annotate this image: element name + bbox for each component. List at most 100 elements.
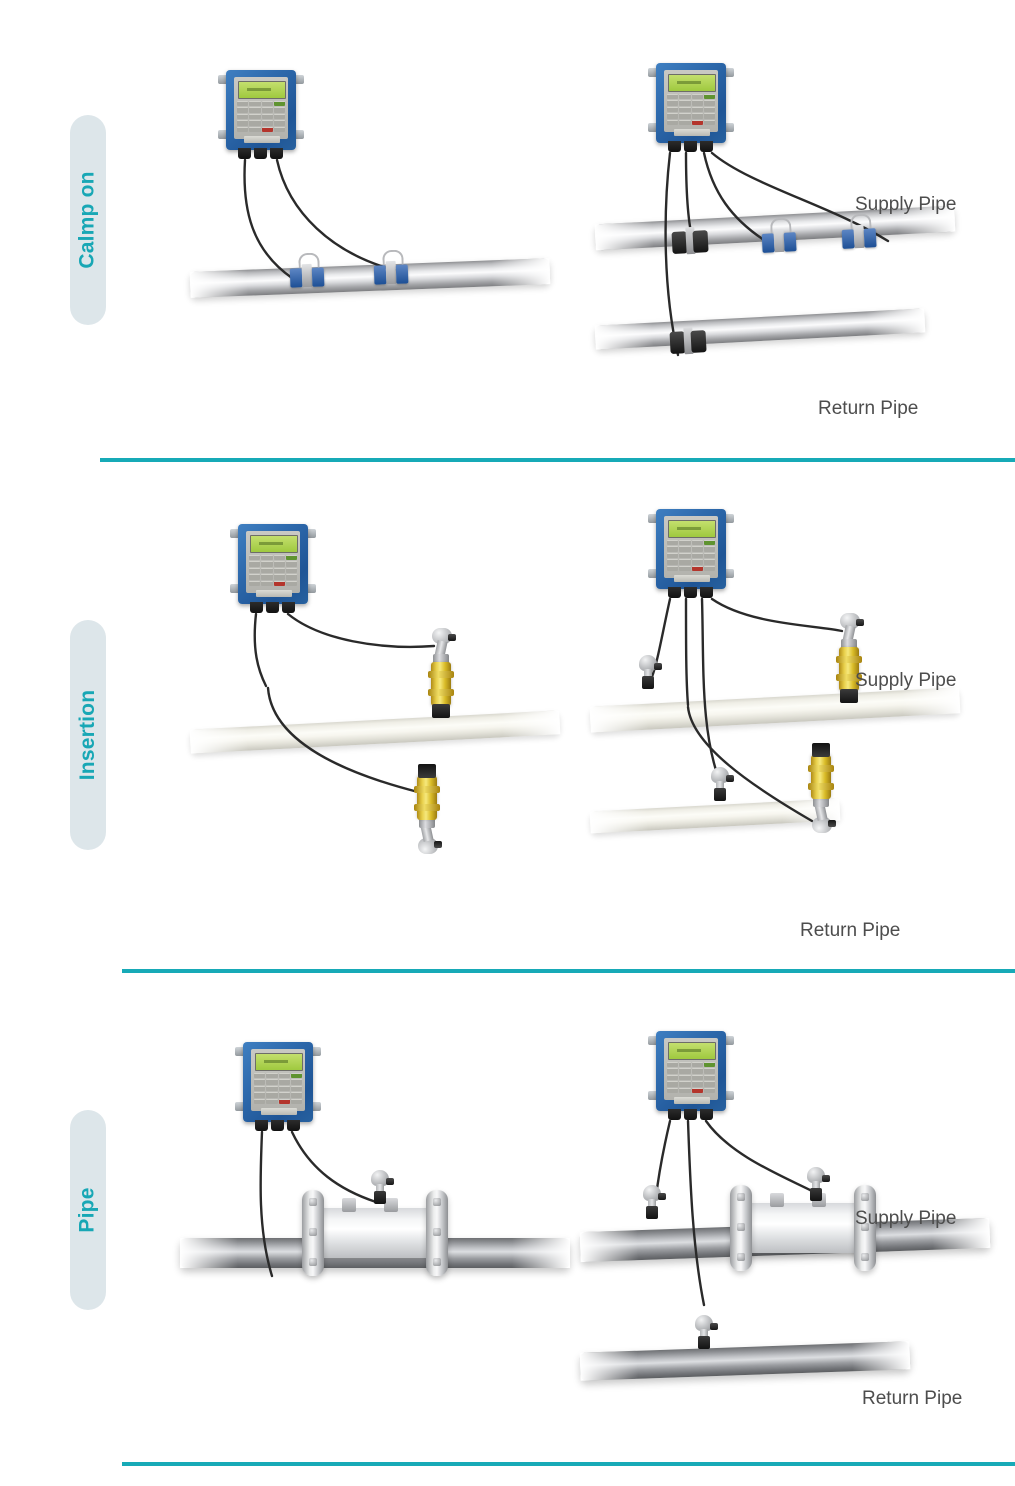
transducer-shoe [373, 265, 387, 285]
mount-ear-icon [230, 529, 241, 538]
clamp-on-transducer [372, 249, 413, 286]
key [667, 106, 679, 113]
mount-ear-icon [723, 514, 734, 523]
cable-gland [700, 141, 713, 152]
probe-head [711, 767, 729, 783]
cable-connector [822, 1175, 830, 1182]
clamp-band [301, 263, 313, 288]
cable-gland [287, 1120, 300, 1131]
key [703, 1062, 715, 1068]
key [254, 1073, 266, 1079]
flanged-spool-flowmeter [708, 1173, 898, 1283]
lcd-display [255, 1053, 303, 1071]
key [667, 1062, 679, 1068]
cable-gland [238, 148, 251, 159]
key [290, 1092, 302, 1098]
mount-ear-icon [648, 123, 659, 132]
ball-valve [428, 662, 454, 706]
key [667, 1068, 679, 1074]
return-pipe-caption: Return Pipe [862, 1388, 963, 1409]
key [254, 1098, 266, 1104]
key [273, 101, 285, 107]
mount-ear-icon [648, 1036, 659, 1045]
temperature-probe-return [708, 767, 734, 801]
key [266, 1079, 278, 1085]
key [703, 1068, 715, 1074]
pipe-saddle [812, 743, 830, 757]
key [273, 113, 285, 120]
key [691, 1062, 703, 1068]
key [667, 540, 679, 546]
clamp-band [385, 260, 397, 285]
sensor-gland [841, 639, 857, 649]
flow-transmitter [648, 61, 734, 153]
keypad [667, 540, 715, 571]
key [667, 94, 679, 100]
cable-connector [386, 1178, 394, 1185]
cable-connector [434, 841, 442, 848]
key [278, 1073, 290, 1079]
mount-ear-icon [648, 1091, 659, 1100]
cable-connector [448, 634, 456, 641]
probe-boss [646, 1206, 658, 1219]
key [691, 565, 703, 571]
key [691, 100, 703, 106]
sensor-gland [433, 654, 449, 664]
key [691, 1068, 703, 1074]
sensor-boss [384, 1198, 398, 1212]
key [266, 1098, 278, 1104]
insertion-sensor-cable [253, 612, 268, 688]
probe-head [807, 1167, 825, 1183]
key [667, 552, 679, 559]
transducer-shoe [863, 228, 877, 248]
clamp-on-single-pipe-figure [180, 60, 560, 330]
key [249, 101, 261, 107]
cable-gland [668, 1109, 681, 1120]
supply-pipe-caption: Supply Pipe [855, 670, 957, 691]
key [679, 1081, 691, 1087]
mount-ear-icon [723, 1091, 734, 1100]
transducer-shoe [395, 264, 409, 284]
pipe-cream [189, 710, 561, 754]
flange-left [302, 1190, 324, 1276]
sensor-cap [840, 613, 860, 629]
insertion-sensor-cable [710, 597, 844, 633]
transducer-shoe [783, 232, 797, 252]
nameplate [674, 129, 710, 136]
key [703, 559, 715, 565]
key [703, 1081, 715, 1087]
key [290, 1085, 302, 1092]
probe-neck [812, 1181, 820, 1190]
key [261, 107, 273, 113]
clamp-band [773, 228, 785, 253]
pipe-saddle [840, 689, 858, 703]
mount-ear-icon [230, 584, 241, 593]
nameplate [674, 1097, 710, 1104]
key [667, 546, 679, 552]
spool-barrel [314, 1208, 436, 1258]
key [285, 555, 297, 561]
mount-ear-icon [648, 68, 659, 77]
nameplate [244, 136, 280, 143]
key [679, 1074, 691, 1081]
insertion-single-pipe-figure [189, 510, 570, 930]
sensor-boss [342, 1198, 356, 1212]
cable-connector [856, 619, 864, 626]
key [667, 119, 679, 125]
flange-right [854, 1185, 876, 1271]
return-sensor-cable [700, 597, 724, 789]
key [278, 1092, 290, 1098]
key [691, 94, 703, 100]
flange-bolt [737, 1193, 745, 1201]
flange-bolt [861, 1193, 869, 1201]
sensor-boss [770, 1193, 784, 1207]
key [249, 107, 261, 113]
probe-boss [714, 788, 726, 801]
probe-neck [648, 1199, 656, 1208]
key [237, 120, 249, 126]
flange-bolt [861, 1253, 869, 1261]
clamp-on-transducer [759, 217, 800, 254]
flow-transmitter [218, 68, 304, 160]
probe-neck [716, 781, 724, 790]
cable-gland [270, 148, 283, 159]
